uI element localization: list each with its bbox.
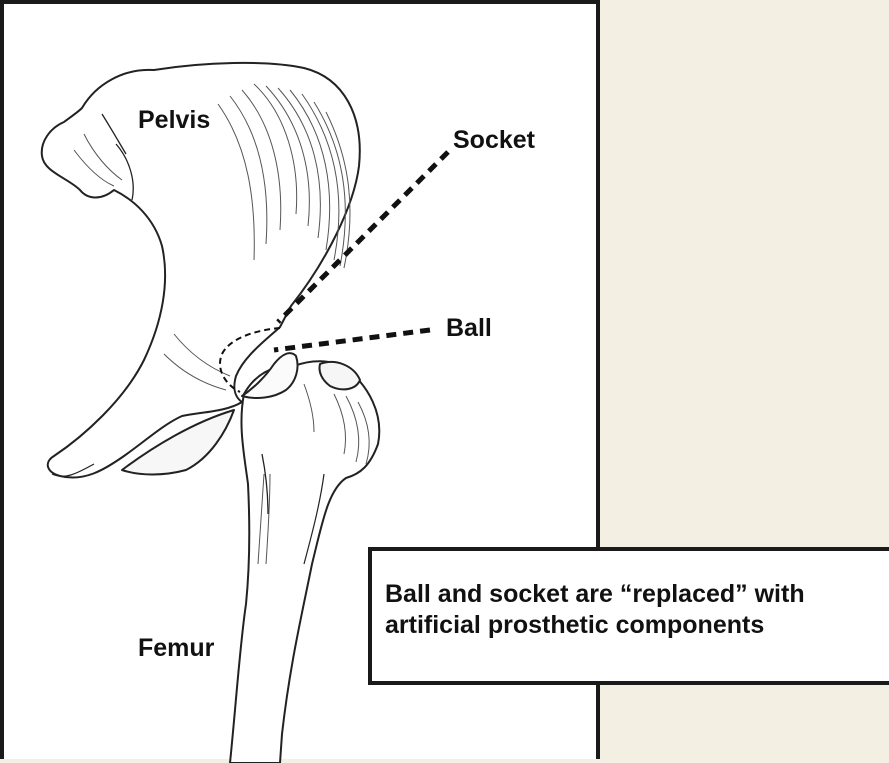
pelvis-label: Pelvis	[138, 108, 210, 133]
ball-label: Ball	[446, 316, 492, 341]
caption-line-1: Ball and socket are “replaced” with	[385, 579, 889, 610]
femur-label: Femur	[138, 636, 214, 661]
caption-box: Ball and socket are “replaced” with arti…	[368, 547, 889, 685]
ball-leader-line	[274, 330, 430, 350]
caption-line-2: artificial prosthetic components	[385, 610, 889, 641]
femur-bone	[230, 353, 379, 763]
socket-label: Socket	[453, 128, 535, 153]
